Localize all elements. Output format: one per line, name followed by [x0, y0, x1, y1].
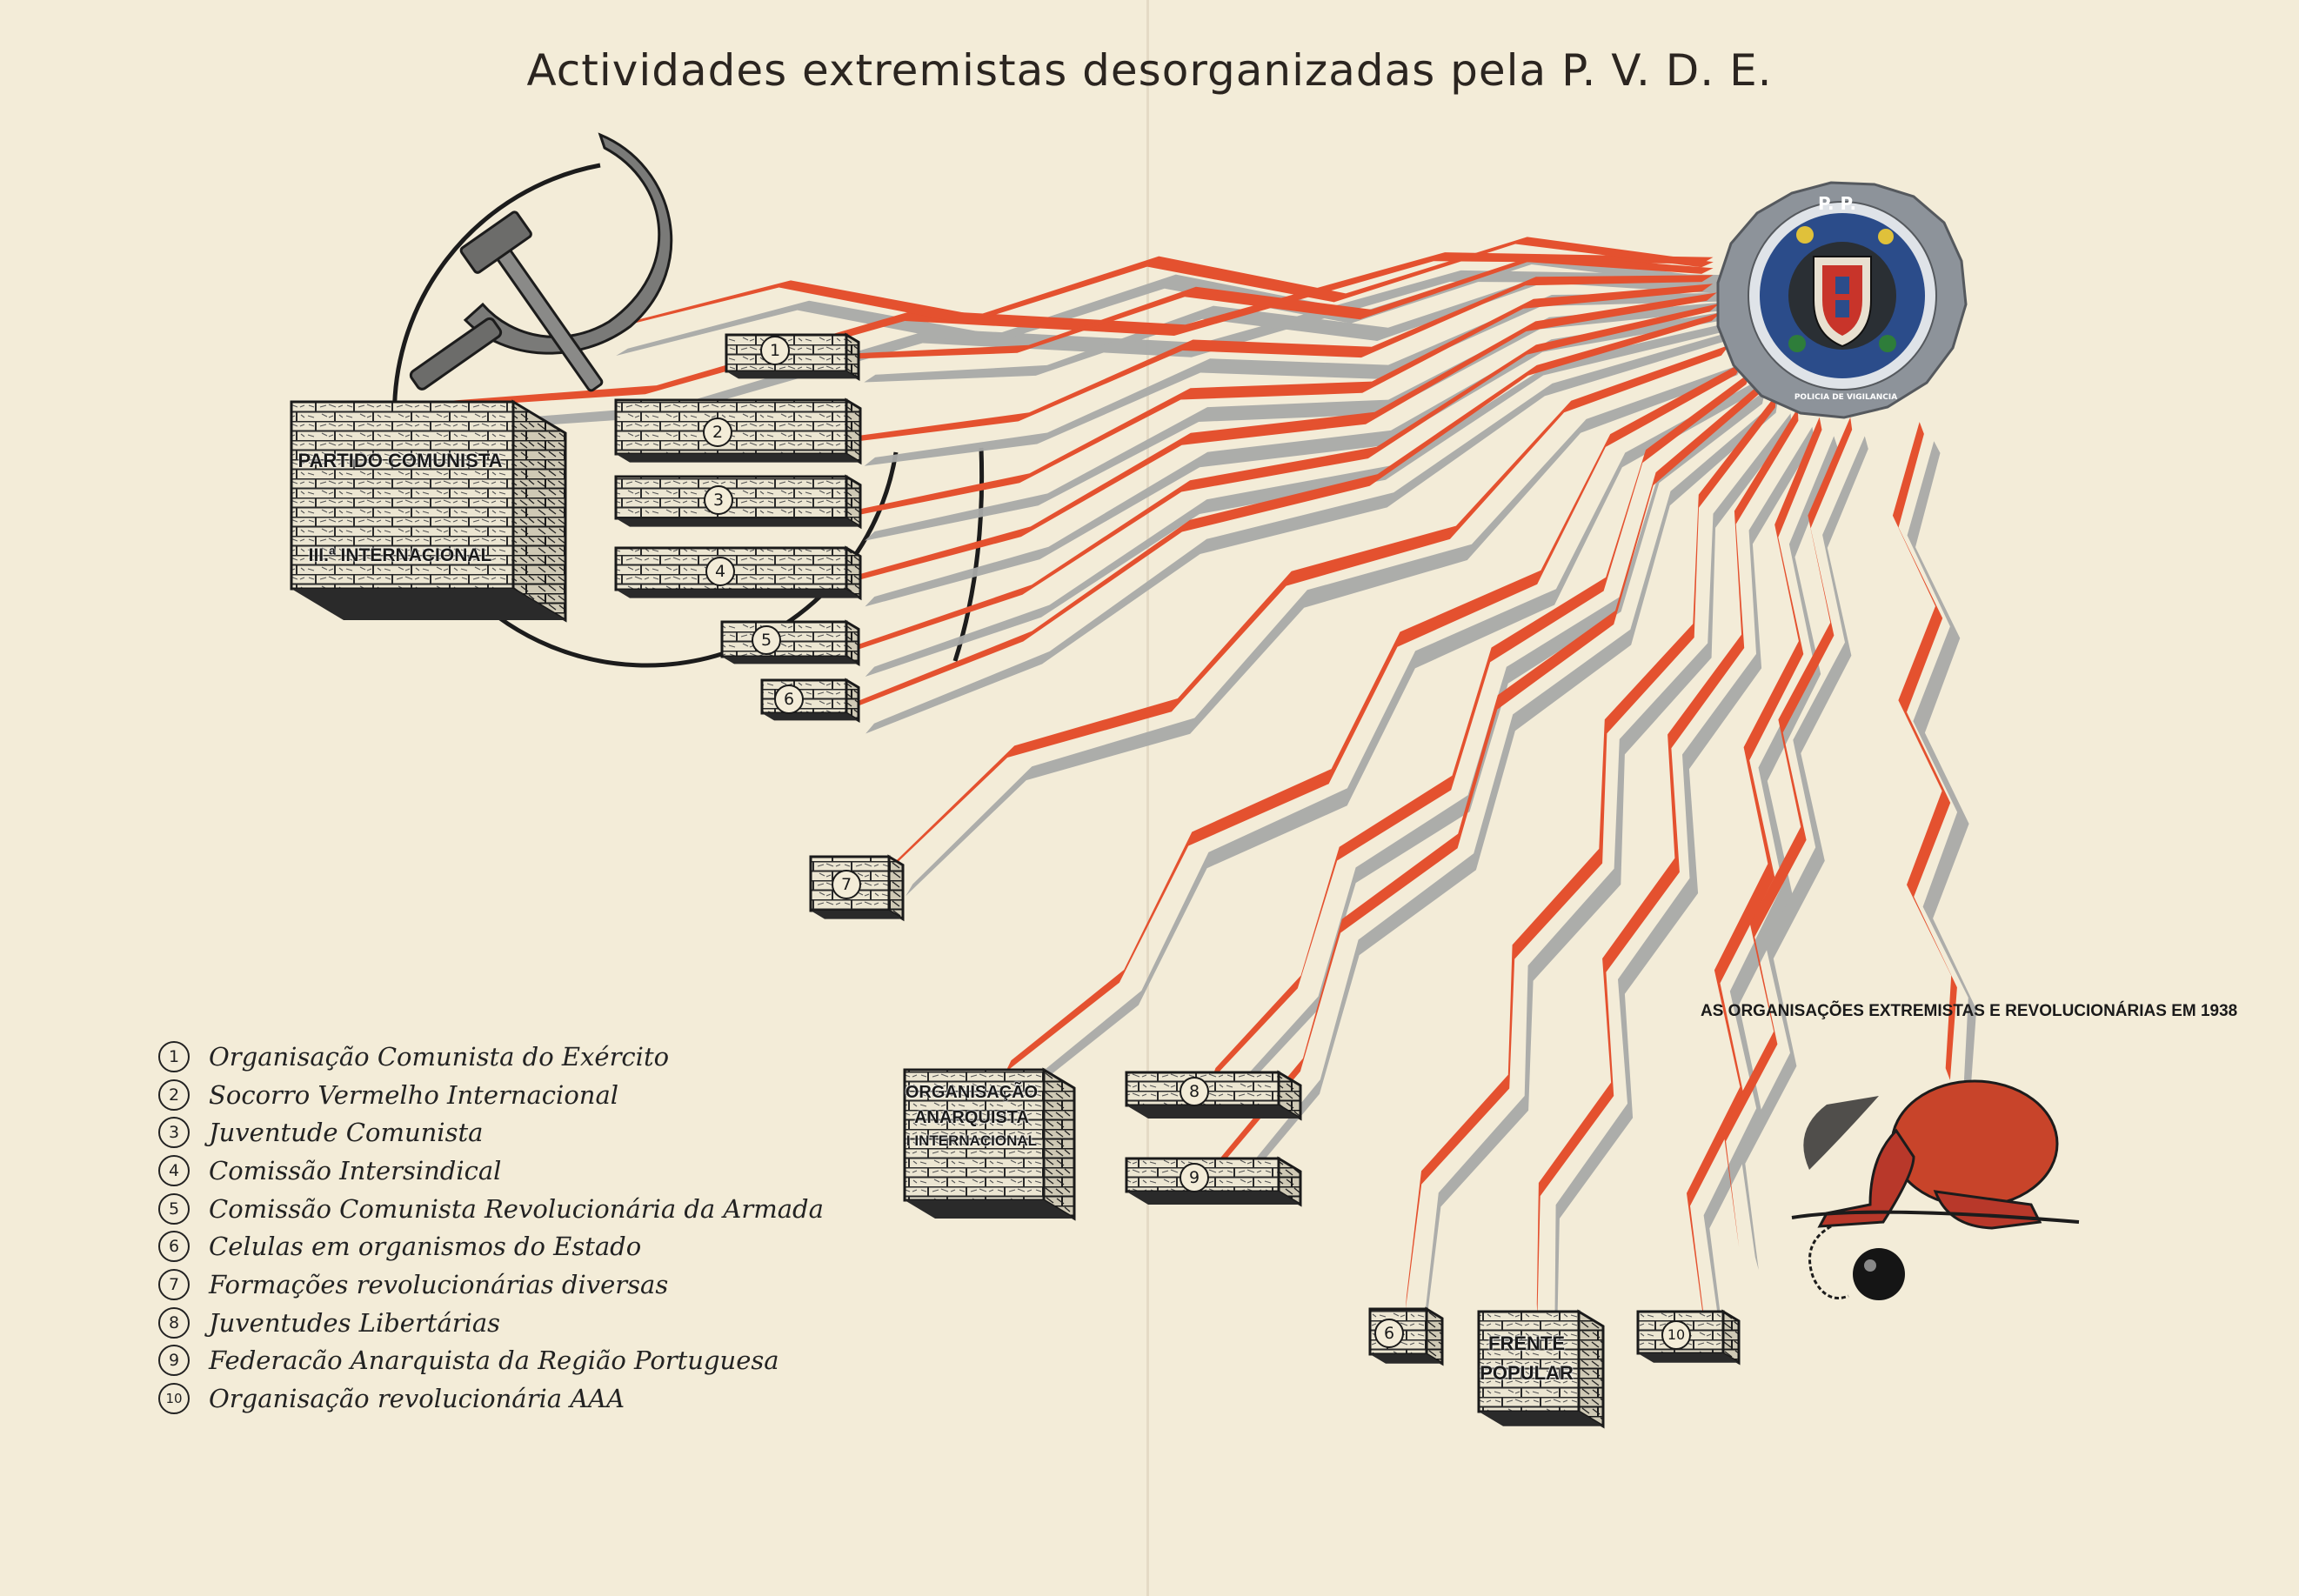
partido-line-2: III.ª INTERNACIONAL	[300, 546, 500, 565]
stone-block	[616, 400, 860, 463]
legend-number: 5	[158, 1193, 190, 1225]
legend-text: Juventudes Libertárias	[209, 1308, 500, 1338]
circle-outline-tail	[955, 448, 982, 661]
anarquista-label: ORGANISAÇÃO ANARQUISTA I INTERNACIONAL	[903, 1080, 1040, 1152]
legend-item: 2 Socorro Vermelho Internacional	[158, 1076, 824, 1114]
lightning-bolt	[1687, 417, 1822, 1322]
legend-text: Socorro Vermelho Internacional	[209, 1080, 618, 1110]
lightning-bolt	[1212, 372, 1751, 1080]
stone-block-bottom	[1126, 1105, 1300, 1119]
stone-block-bottom	[722, 657, 859, 664]
legend-item: 8 Juventudes Libertárias	[158, 1304, 824, 1342]
legend-number: 9	[158, 1345, 190, 1376]
legend-item: 1 Organisação Comunista do Exército	[158, 1038, 824, 1076]
anarquista-line-1: ORGANISAÇÃO	[903, 1080, 1040, 1105]
stone-block-bottom	[616, 454, 860, 463]
stone-block	[1126, 1072, 1300, 1119]
stone-block-bottom	[1638, 1353, 1739, 1363]
legend-number: 6	[158, 1231, 190, 1262]
stone-block-bottom	[762, 713, 859, 720]
anarquista-line-3: I INTERNACIONAL	[903, 1131, 1040, 1152]
legend-item: 3 Juventude Comunista	[158, 1113, 824, 1152]
legend-number: 1	[158, 1041, 190, 1072]
legend-text: Juventude Comunista	[209, 1118, 483, 1147]
stone-block-side	[1044, 1070, 1074, 1219]
legend-text: Comissão Intersindical	[209, 1156, 501, 1185]
partido-comunista-label: PARTIDO COMUNISTA	[296, 451, 505, 471]
stone-block	[722, 622, 859, 664]
stone-block-side	[846, 477, 860, 527]
stone-block-side	[1579, 1312, 1603, 1426]
block-number-9: 9	[1180, 1163, 1209, 1192]
stone-block-bottom	[726, 371, 859, 378]
page-title: Actividades extremistas desorganizadas p…	[0, 45, 2299, 96]
stone-block	[616, 477, 860, 527]
legend-item: 6 Celulas em organismos do Estado	[158, 1227, 824, 1265]
stone-block-bottom	[616, 590, 860, 598]
legend-text: Organisação Comunista do Exército	[209, 1042, 669, 1072]
legend-item: 9 Federacão Anarquista da Região Portugue…	[158, 1342, 824, 1380]
stone-block-side	[846, 335, 859, 378]
internacional-label: III.ª INTERNACIONAL	[300, 546, 500, 565]
stone-block	[616, 548, 860, 598]
seal-top-text: P. P.	[1818, 193, 1856, 214]
stone-block	[291, 402, 565, 620]
legend-number: 2	[158, 1079, 190, 1111]
block-number-8: 8	[1180, 1077, 1209, 1106]
block-number-4: 4	[705, 557, 735, 586]
legend-text: Federacão Anarquista da Região Portugues…	[209, 1346, 779, 1375]
legend: 1 Organisação Comunista do Exército 2 Socor…	[158, 1038, 824, 1418]
stone-block-side	[513, 402, 565, 620]
stone-block-side	[846, 548, 860, 598]
police-seal-icon	[1718, 183, 1966, 417]
block-number-5: 5	[752, 625, 781, 655]
legend-text: Celulas em organismos do Estado	[209, 1232, 641, 1261]
block-number-6b: 6	[1374, 1319, 1404, 1348]
legend-number: 4	[158, 1155, 190, 1186]
legend-item: 10 Organisação revolucionária AAA	[158, 1379, 824, 1418]
lightning-bolt	[1893, 422, 1957, 1080]
stone-block-front	[722, 622, 846, 657]
block-number-2: 2	[703, 417, 732, 447]
legend-text: Organisação revolucionária AAA	[209, 1384, 625, 1413]
legend-number: 3	[158, 1117, 190, 1148]
stone-block-bottom	[811, 911, 903, 919]
stone-block	[1126, 1159, 1300, 1205]
stone-block-bottom	[616, 518, 860, 527]
frente-popular-label: FRENTE POPULAR	[1479, 1329, 1574, 1388]
stone-block	[726, 335, 859, 378]
anarquista-line-2: ANARQUISTA	[903, 1105, 1040, 1131]
caption-1938: AS ORGANISAÇÕES EXTREMISTAS E REVOLUCION…	[1701, 1002, 2237, 1021]
lightning-shadow	[1425, 413, 1792, 1332]
legend-text: Formações revolucionárias diversas	[209, 1270, 668, 1299]
stone-block-side	[889, 857, 903, 919]
legend-number: 7	[158, 1269, 190, 1300]
chained-figure-icon	[1792, 1081, 2079, 1300]
frente-line-1: FRENTE	[1479, 1329, 1574, 1359]
legend-number: 8	[158, 1307, 190, 1339]
stone-block-side	[1427, 1309, 1442, 1364]
legend-item: 4 Comissão Intersindical	[158, 1152, 824, 1190]
block-number-7: 7	[832, 870, 861, 899]
legend-text: Comissão Comunista Revolucionária da Arm…	[209, 1194, 824, 1224]
frente-line-2: POPULAR	[1479, 1359, 1574, 1388]
block-number-6: 6	[774, 684, 804, 714]
hammer-sickle-icon	[409, 135, 672, 391]
stone-block-side	[846, 622, 859, 664]
partido-line-1: PARTIDO COMUNISTA	[296, 451, 505, 471]
legend-item: 5 Comissão Comunista Revolucionária da Ar…	[158, 1190, 824, 1228]
block-number-3: 3	[704, 485, 733, 515]
legend-number: 10	[158, 1383, 190, 1414]
block-number-10: 10	[1661, 1320, 1691, 1350]
block-number-1: 1	[760, 336, 790, 365]
stone-block-bottom	[1126, 1192, 1300, 1205]
legend-item: 7 Formações revolucionárias diversas	[158, 1265, 824, 1304]
seal-ring-text: POLICIA DE VIGILANCIA	[1794, 393, 1898, 402]
stone-block-side	[846, 400, 860, 463]
